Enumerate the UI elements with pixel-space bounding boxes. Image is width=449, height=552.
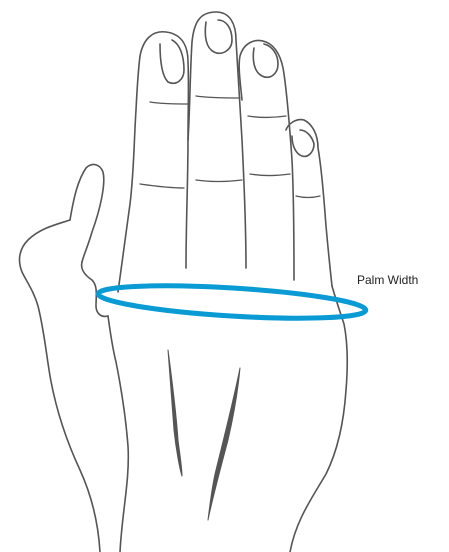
hand-inner-edge xyxy=(108,316,128,552)
tendon-left xyxy=(168,350,182,476)
ring-crease-upper xyxy=(248,116,286,118)
middle-finger-outline xyxy=(188,12,246,268)
little-nail xyxy=(292,130,314,156)
middle-crease-upper xyxy=(196,96,240,98)
tendon-right xyxy=(208,368,240,520)
index-nail xyxy=(160,40,184,83)
thumb-tip-outline xyxy=(70,165,104,262)
middle-crease-lower xyxy=(196,180,242,182)
ring-finger-outline xyxy=(239,41,294,280)
hand-outer-edge xyxy=(290,286,347,552)
middle-nail xyxy=(205,20,232,53)
palm-width-label: Palm Width xyxy=(357,273,418,287)
palm-measuring-band-icon xyxy=(97,280,366,324)
index-finger-outline xyxy=(118,32,188,292)
index-crease-lower xyxy=(140,184,184,188)
thumb-outline xyxy=(20,220,100,552)
ring-crease-lower xyxy=(250,174,290,176)
index-crease-upper xyxy=(150,102,188,104)
little-crease xyxy=(296,196,320,198)
